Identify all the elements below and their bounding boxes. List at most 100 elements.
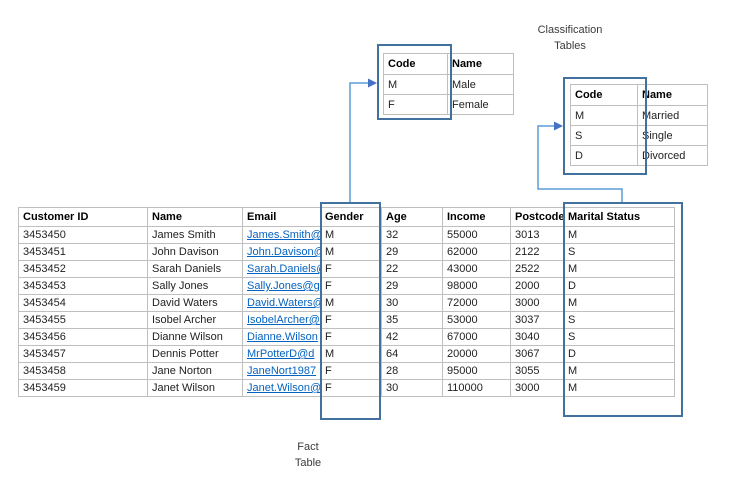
table-cell: John.Davison@ [242,243,321,261]
table-cell: 32 [381,226,443,244]
table-cell: 3453457 [18,345,148,363]
table-cell: F [320,260,382,278]
email-link[interactable]: John.Davison@ [247,246,321,258]
column-header: Code [383,53,448,75]
email-link[interactable]: MrPotterD@d [247,348,315,360]
fact-table-label-line2: Table [294,457,322,469]
table-cell: 30 [381,294,443,312]
table-cell: 28 [381,362,443,380]
email-link[interactable]: David.Waters@ [247,297,321,309]
table-cell: 2122 [510,243,564,261]
column-header: Customer ID [18,207,148,227]
table-cell: M [320,226,382,244]
table-cell: MrPotterD@d [242,345,321,363]
table-cell: 42 [381,328,443,346]
classification-tables-label: Classification Tables [505,22,635,54]
table-cell: F [320,379,382,397]
table-cell: M [563,379,675,397]
marital-connector-arrowhead [554,121,563,131]
table-cell: Sally Jones [147,277,243,295]
table-cell: M [320,345,382,363]
table-cell: Dianne.Wilson [242,328,321,346]
table-cell: D [570,145,638,166]
table-cell: Sarah.Daniels@ [242,260,321,278]
email-link[interactable]: Sally.Jones@g [247,280,320,292]
column-header: Name [447,53,514,75]
table-cell: 3453454 [18,294,148,312]
table-cell: 3453455 [18,311,148,329]
table-cell: M [320,243,382,261]
table-cell: 3000 [510,379,564,397]
gender-connector-arrowhead [368,78,377,88]
table-cell: 3055 [510,362,564,380]
table-cell: 55000 [442,226,511,244]
table-cell: 110000 [442,379,511,397]
column-header: Name [147,207,243,227]
table-cell: Dianne Wilson [147,328,243,346]
column-header: Email [242,207,321,227]
table-cell: Jane Norton [147,362,243,380]
column-header: Postcode [510,207,564,227]
table-cell: 3453452 [18,260,148,278]
table-cell: JaneNort1987 [242,362,321,380]
table-cell: 67000 [442,328,511,346]
table-cell: David Waters [147,294,243,312]
table-cell: 3453451 [18,243,148,261]
table-cell: F [383,94,448,115]
email-link[interactable]: JaneNort1987 [247,365,317,377]
table-cell: S [563,311,675,329]
table-cell: M [563,362,675,380]
table-cell: 3453458 [18,362,148,380]
table-cell: John Davison [147,243,243,261]
table-cell: 22 [381,260,443,278]
classification-tables-label-line2: Tables [554,40,586,52]
table-cell: Isobel Archer [147,311,243,329]
email-link[interactable]: James.Smith@ [247,229,321,241]
column-header: Gender [320,207,382,227]
table-cell: Divorced [637,145,708,166]
table-cell: F [320,311,382,329]
table-cell: 2522 [510,260,564,278]
table-cell: Sarah Daniels [147,260,243,278]
table-cell: 53000 [442,311,511,329]
column-header: Code [570,84,638,106]
table-cell: 3037 [510,311,564,329]
table-cell: Single [637,125,708,146]
table-cell: M [563,294,675,312]
table-cell: 3040 [510,328,564,346]
email-link[interactable]: Dianne.Wilson [247,331,318,343]
table-cell: D [563,277,675,295]
table-cell: 3453450 [18,226,148,244]
email-link[interactable]: IsobelArcher@ [247,314,320,326]
table-cell: Janet Wilson [147,379,243,397]
email-link[interactable]: Janet.Wilson@ [247,382,321,394]
table-cell: F [320,328,382,346]
table-cell: M [563,260,675,278]
classification-tables-label-line1: Classification [537,24,603,36]
email-link[interactable]: Sarah.Daniels@ [247,263,321,275]
table-cell: 95000 [442,362,511,380]
table-cell: Janet.Wilson@ [242,379,321,397]
table-cell: 43000 [442,260,511,278]
table-cell: 30 [381,379,443,397]
table-cell: James.Smith@ [242,226,321,244]
